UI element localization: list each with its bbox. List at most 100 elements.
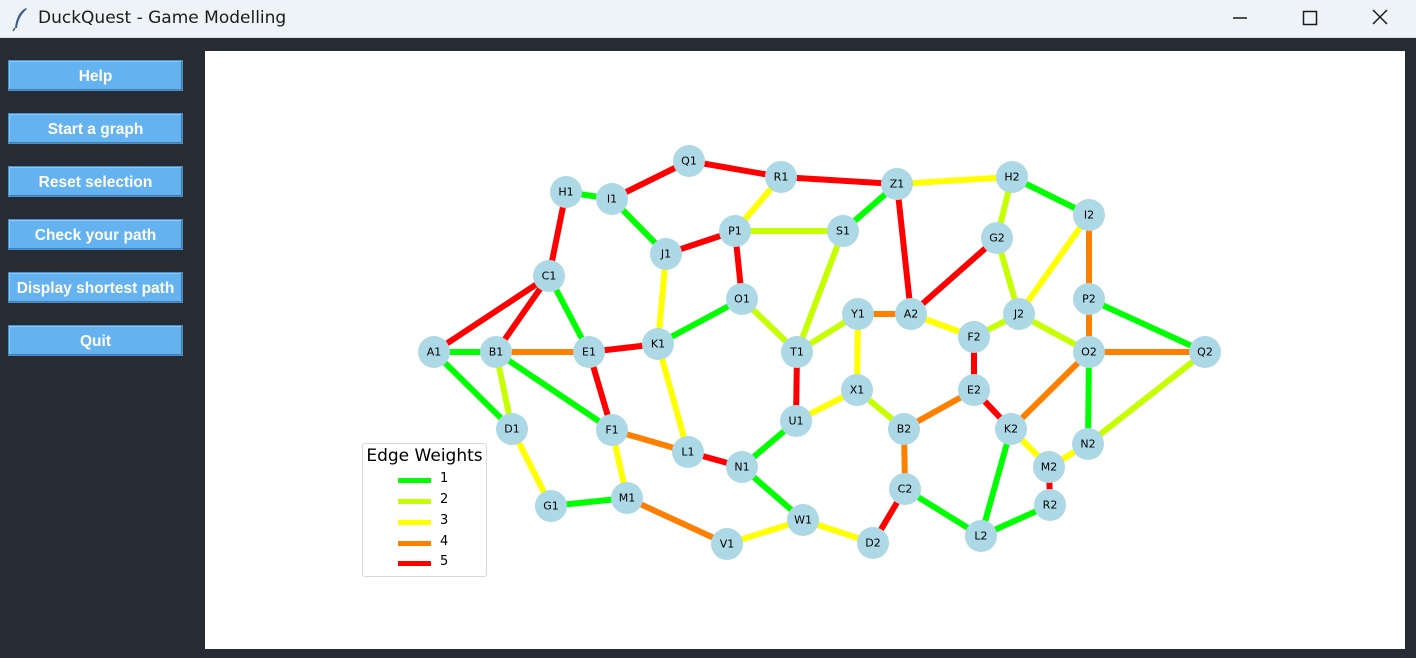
close-button[interactable] xyxy=(1350,0,1410,38)
maximize-button[interactable] xyxy=(1280,0,1340,38)
graph-node[interactable]: G2 xyxy=(981,222,1013,254)
graph-node[interactable]: B1 xyxy=(480,336,512,368)
graph-edge[interactable] xyxy=(1008,349,1092,432)
node-circle[interactable] xyxy=(857,527,889,559)
graph-node[interactable]: I2 xyxy=(1073,199,1105,231)
reset-selection-button[interactable]: Reset selection xyxy=(8,166,183,197)
node-circle[interactable] xyxy=(726,451,758,483)
node-circle[interactable] xyxy=(888,413,920,445)
graph-edge[interactable] xyxy=(1086,349,1207,447)
check-path-button[interactable]: Check your path xyxy=(8,219,183,250)
graph-node[interactable]: C1 xyxy=(533,260,565,292)
node-circle[interactable] xyxy=(889,473,921,505)
node-circle[interactable] xyxy=(418,336,450,368)
graph-node[interactable]: K1 xyxy=(642,328,674,360)
graph-node[interactable]: C2 xyxy=(889,473,921,505)
node-circle[interactable] xyxy=(995,413,1027,445)
graph-node[interactable]: S1 xyxy=(827,215,859,247)
graph-node[interactable]: N2 xyxy=(1072,428,1104,460)
graph-node[interactable]: J2 xyxy=(1003,298,1035,330)
node-circle[interactable] xyxy=(965,520,997,552)
node-circle[interactable] xyxy=(1189,336,1221,368)
node-circle[interactable] xyxy=(535,490,567,522)
graph-node[interactable]: D2 xyxy=(857,527,889,559)
node-circle[interactable] xyxy=(596,414,628,446)
graph-edge[interactable] xyxy=(794,229,846,354)
node-circle[interactable] xyxy=(981,222,1013,254)
node-circle[interactable] xyxy=(496,413,528,445)
graph-node[interactable]: R2 xyxy=(1034,489,1066,521)
start-graph-button[interactable]: Start a graph xyxy=(8,113,183,144)
node-circle[interactable] xyxy=(596,183,628,215)
node-circle[interactable] xyxy=(1073,283,1105,315)
node-circle[interactable] xyxy=(958,321,990,353)
graph-edge[interactable] xyxy=(655,343,691,453)
node-circle[interactable] xyxy=(480,336,512,368)
node-circle[interactable] xyxy=(726,283,758,315)
graph-node[interactable]: H1 xyxy=(550,176,582,208)
graph-edge[interactable] xyxy=(432,273,551,355)
graph-node[interactable]: A2 xyxy=(895,298,927,330)
node-circle[interactable] xyxy=(1073,336,1105,368)
node-circle[interactable] xyxy=(842,298,874,330)
node-circle[interactable] xyxy=(550,176,582,208)
graph-node[interactable]: A1 xyxy=(418,336,450,368)
graph-edge[interactable] xyxy=(1016,213,1092,316)
minimize-button[interactable] xyxy=(1210,0,1270,38)
graph-node[interactable]: K2 xyxy=(995,413,1027,445)
graph-node[interactable]: E1 xyxy=(573,336,605,368)
graph-edge[interactable] xyxy=(431,349,515,432)
graph-edge[interactable] xyxy=(494,349,614,433)
graph-node[interactable]: M2 xyxy=(1033,451,1065,483)
node-circle[interactable] xyxy=(895,298,927,330)
node-circle[interactable] xyxy=(781,336,813,368)
graph-node[interactable]: R1 xyxy=(765,161,797,193)
display-shortest-path-button[interactable]: Display shortest path xyxy=(8,272,183,303)
node-circle[interactable] xyxy=(533,260,565,292)
node-circle[interactable] xyxy=(996,161,1028,193)
graph-node[interactable]: W1 xyxy=(787,504,819,536)
node-circle[interactable] xyxy=(1003,298,1035,330)
node-circle[interactable] xyxy=(1073,199,1105,231)
graph-node[interactable]: F2 xyxy=(958,321,990,353)
graph-edge[interactable] xyxy=(1087,296,1207,355)
graph-node[interactable]: D1 xyxy=(496,413,528,445)
node-circle[interactable] xyxy=(1072,428,1104,460)
node-circle[interactable] xyxy=(672,436,704,468)
graph-node[interactable]: N1 xyxy=(726,451,758,483)
graph-node[interactable]: X1 xyxy=(841,374,873,406)
graph-node[interactable]: Z1 xyxy=(881,168,913,200)
graph-node[interactable]: M1 xyxy=(611,482,643,514)
node-circle[interactable] xyxy=(827,215,859,247)
graph-node[interactable]: J1 xyxy=(650,238,682,270)
graph-edge[interactable] xyxy=(625,495,729,547)
node-circle[interactable] xyxy=(650,238,682,270)
graph-edge[interactable] xyxy=(780,174,898,187)
graph-node[interactable]: P1 xyxy=(719,215,751,247)
node-circle[interactable] xyxy=(673,145,705,177)
graph-node[interactable]: O1 xyxy=(726,283,758,315)
node-circle[interactable] xyxy=(881,168,913,200)
graph-edge[interactable] xyxy=(978,428,1014,537)
graph-node[interactable]: G1 xyxy=(535,490,567,522)
graph-node[interactable]: Q2 xyxy=(1189,336,1221,368)
graph-edge[interactable] xyxy=(896,174,1013,187)
node-circle[interactable] xyxy=(1034,489,1066,521)
graph-node[interactable]: F1 xyxy=(596,414,628,446)
graph-node[interactable]: V1 xyxy=(711,528,743,560)
node-circle[interactable] xyxy=(711,528,743,560)
graph-node[interactable]: T1 xyxy=(781,336,813,368)
graph-node[interactable]: Y1 xyxy=(842,298,874,330)
node-circle[interactable] xyxy=(765,161,797,193)
graph-node[interactable]: O2 xyxy=(1073,336,1105,368)
graph-node[interactable]: U1 xyxy=(780,405,812,437)
graph-node[interactable]: Q1 xyxy=(673,145,705,177)
help-button[interactable]: Help xyxy=(8,60,183,91)
node-circle[interactable] xyxy=(787,504,819,536)
graph-edge[interactable] xyxy=(894,183,914,315)
graph-node[interactable]: B2 xyxy=(888,413,920,445)
graph-node[interactable]: E2 xyxy=(958,374,990,406)
node-circle[interactable] xyxy=(780,405,812,437)
